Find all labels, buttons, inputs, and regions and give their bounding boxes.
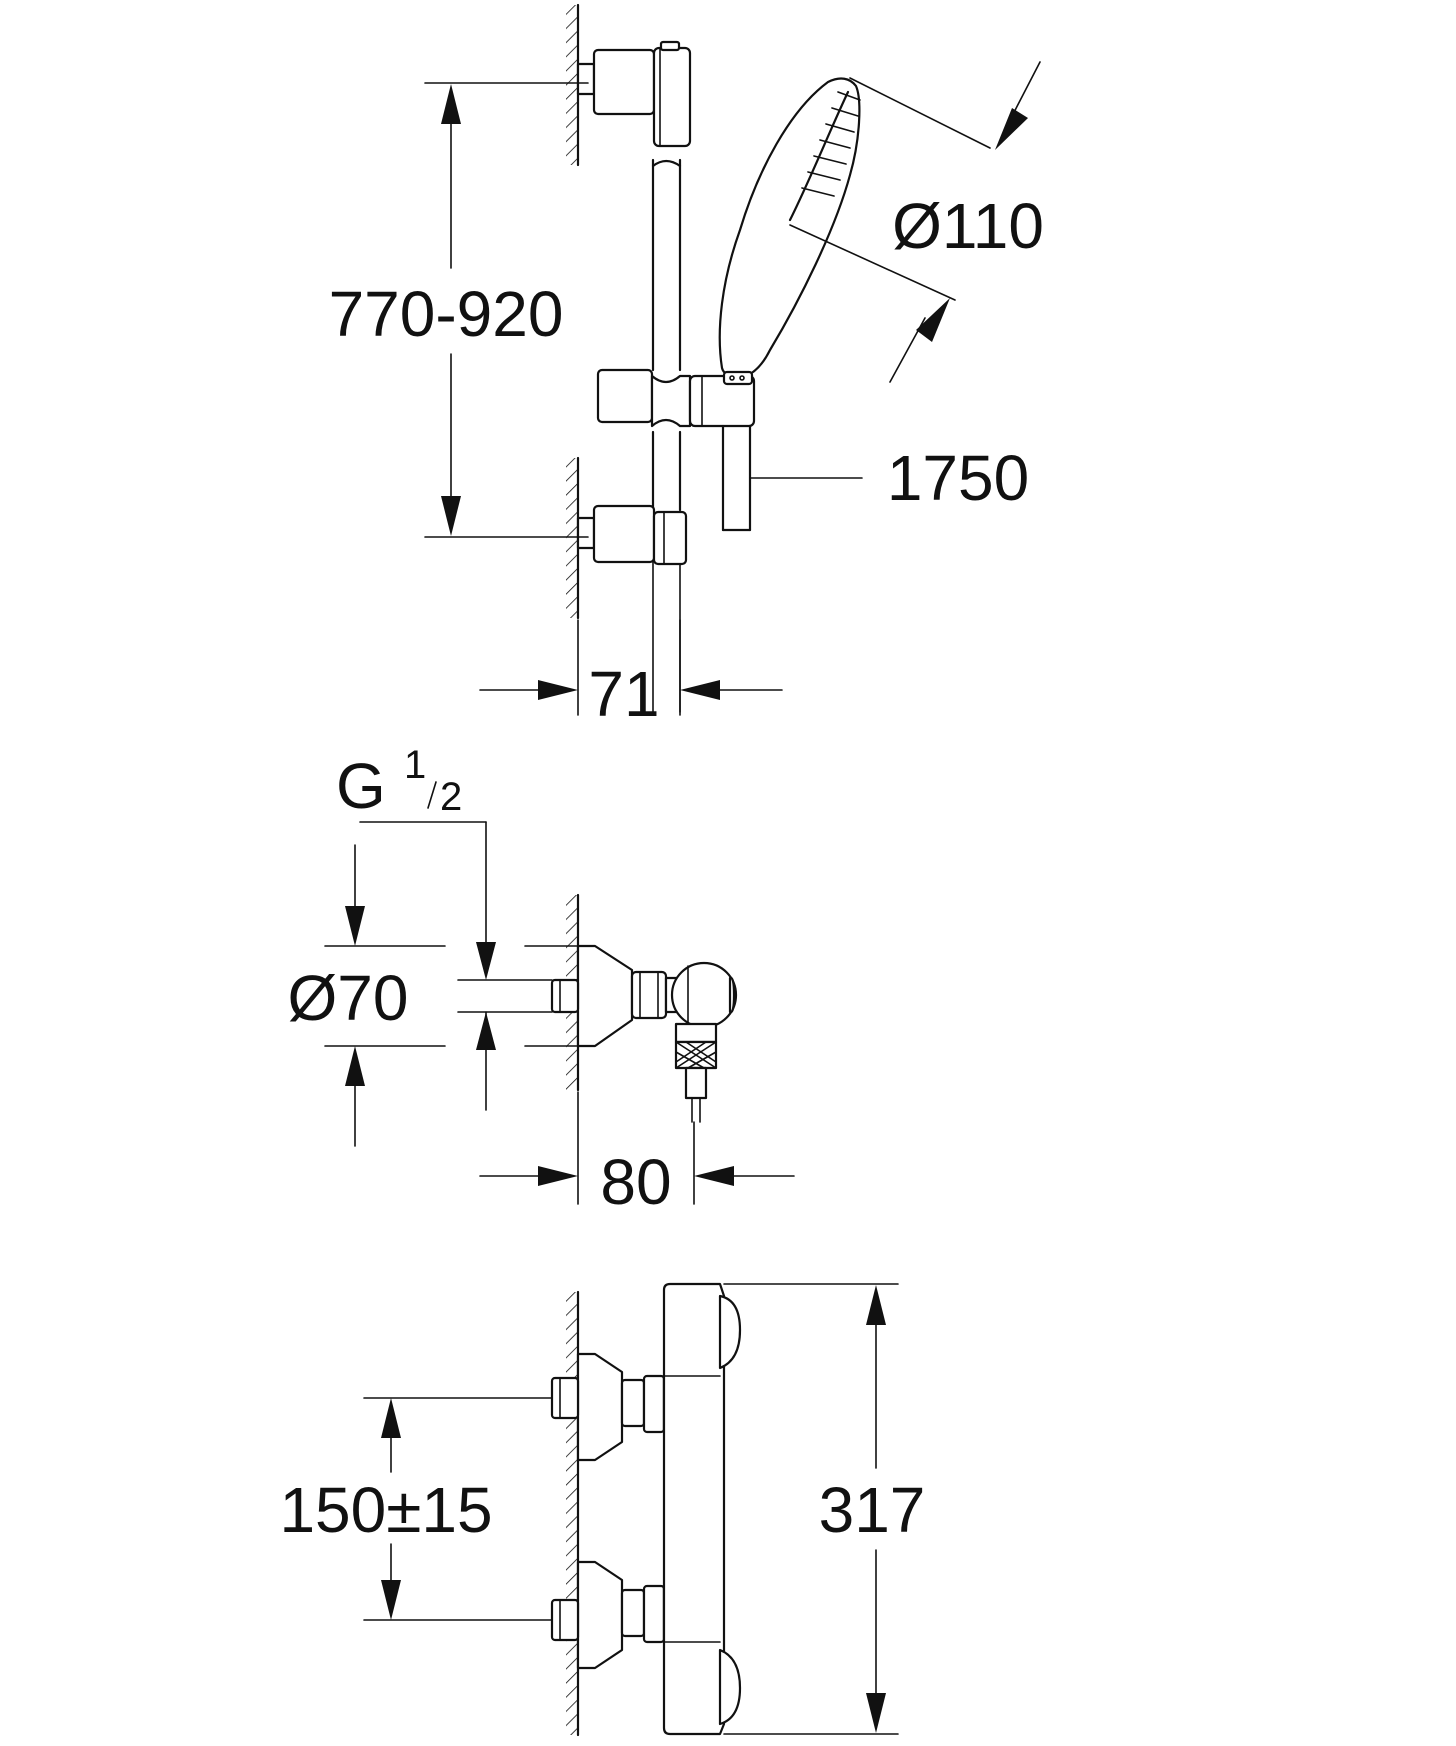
thermostat-front-view: 150±15 317 bbox=[279, 1282, 926, 1737]
mixer-side-view: G 1 2 Ø70 bbox=[288, 743, 795, 1218]
dim-rail-height: 770-920 bbox=[329, 82, 589, 538]
shower-hose bbox=[721, 424, 863, 532]
thread-num-label: 1 bbox=[404, 743, 426, 787]
dim-mixer-height: 317 bbox=[723, 1283, 926, 1735]
shower-rail bbox=[651, 158, 682, 713]
wall-hatch-top bbox=[566, 3, 580, 167]
dim-thread: G 1 2 bbox=[336, 743, 553, 1111]
valve-projection-label: 80 bbox=[600, 1146, 671, 1218]
dim-handshower-diameter: Ø110 bbox=[789, 61, 1044, 383]
mixer-height-label: 317 bbox=[819, 1474, 926, 1546]
escutcheon-diameter-label: Ø70 bbox=[288, 962, 409, 1034]
dim-hose-length: 1750 bbox=[887, 442, 1029, 514]
hose-length-label: 1750 bbox=[887, 442, 1029, 514]
valve-body bbox=[664, 961, 738, 1123]
wall-hatch-bottom bbox=[566, 1290, 580, 1737]
hand-shower bbox=[718, 77, 861, 386]
thread-g-label: G bbox=[336, 750, 386, 822]
thread-den-label: 2 bbox=[440, 775, 462, 819]
bottom-wall-bracket bbox=[576, 504, 688, 566]
inlet-spacing-label: 150±15 bbox=[279, 1474, 492, 1546]
top-wall-bracket bbox=[576, 40, 692, 148]
dim-escutcheon-diameter: Ø70 bbox=[288, 844, 579, 1147]
dim-valve-projection: 80 bbox=[479, 1091, 795, 1218]
rail-projection-label: 71 bbox=[588, 658, 659, 730]
escutcheon bbox=[550, 944, 668, 1048]
handshower-diameter-label: Ø110 bbox=[892, 190, 1044, 262]
shower-rail-view: 770-920 Ø110 1750 71 bbox=[329, 3, 1044, 730]
lower-inlet bbox=[550, 1560, 677, 1670]
rail-slider bbox=[596, 368, 756, 428]
dim-rail-projection: 71 bbox=[479, 619, 783, 730]
rail-height-label: 770-920 bbox=[329, 278, 564, 350]
wall-hatch-mid bbox=[566, 456, 580, 620]
dim-inlet-spacing: 150±15 bbox=[279, 1397, 553, 1621]
thermostat-body bbox=[662, 1282, 742, 1736]
